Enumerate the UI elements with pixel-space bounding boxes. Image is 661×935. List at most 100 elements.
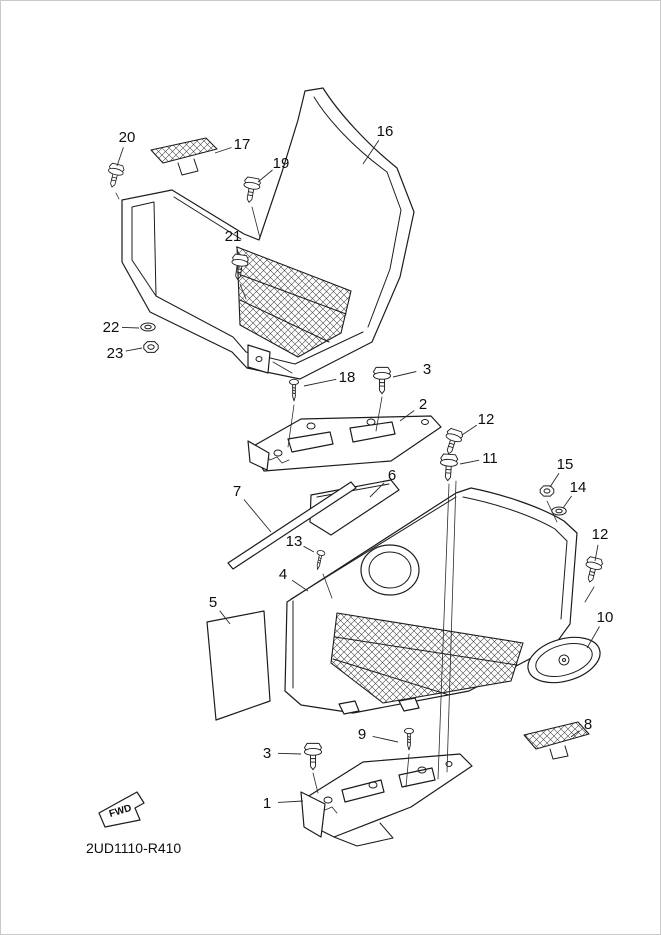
callout-leader-12	[594, 544, 599, 562]
callout-leader-22	[121, 326, 140, 329]
blank-sheet-5-body	[206, 610, 271, 721]
footrest-bar-2-hole	[273, 449, 283, 457]
footrest-bar-2-hole	[421, 419, 429, 425]
callout-4: 4	[279, 566, 287, 583]
nut-23	[143, 341, 159, 353]
step-plate-17-body	[150, 137, 218, 164]
callout-15: 15	[557, 456, 574, 473]
bolt-12-right	[581, 555, 604, 585]
access-ring-inner	[368, 551, 412, 589]
footrest-bar-1-cutout-a	[341, 779, 385, 803]
bolt-19	[240, 176, 262, 205]
lower-tread-area	[330, 612, 524, 704]
bolt-3-upper	[373, 366, 391, 395]
callout-6: 6	[388, 467, 396, 484]
nut-15	[539, 485, 555, 497]
fender-inner-edge	[313, 96, 402, 328]
callout-12: 12	[478, 411, 495, 428]
callout-21: 21	[225, 228, 242, 245]
footrest-bar-2	[247, 415, 442, 472]
footrest-bar-2-frame	[249, 415, 442, 472]
cap-10-inner	[535, 643, 593, 677]
callout-20: 20	[119, 129, 136, 146]
callout-leader-1	[277, 800, 304, 803]
lower-tab-b	[398, 697, 420, 712]
footrest-bar-1-arm	[333, 822, 394, 847]
footrest-bar-1-foot	[300, 791, 326, 838]
blank-sheet-5	[206, 610, 271, 721]
callout-9: 9	[358, 726, 366, 743]
callout-leader-6	[369, 482, 385, 498]
left-wall-lines	[131, 201, 157, 297]
mount-bracket-hole	[255, 356, 263, 362]
callout-leader-17	[214, 147, 232, 154]
diagram-code: 2UD1110-R410	[86, 840, 181, 856]
callout-leader-21	[235, 246, 240, 256]
footrest-bar-1-hole	[417, 766, 427, 774]
bolt-12-upper	[440, 427, 465, 457]
bolt-20	[104, 162, 126, 190]
callout-17: 17	[234, 136, 251, 153]
callout-2: 2	[419, 396, 427, 413]
callout-leader-3	[392, 371, 417, 378]
mount-bracket-upper	[247, 344, 271, 374]
callout-leader-18	[303, 378, 337, 387]
callout-leader-2	[399, 410, 415, 422]
screw-9	[404, 727, 414, 751]
callout-leader-16	[362, 139, 380, 165]
cap-10-outer	[527, 636, 601, 684]
step-plate-8	[523, 721, 590, 760]
upper-tread-area	[236, 246, 352, 358]
washer-14	[551, 506, 567, 516]
bolt-11	[438, 453, 459, 482]
footrest-bar-2-cutout-b	[349, 421, 396, 443]
callout-14: 14	[570, 479, 587, 496]
cap-10-emblem-dot	[562, 658, 566, 662]
bolt-3-lower	[304, 742, 322, 771]
footrest-bar-2-foot	[247, 440, 270, 471]
callout-13: 13	[286, 533, 303, 550]
upper-footboard-assembly	[121, 87, 415, 380]
callout-leader-7	[243, 499, 272, 533]
callout-19: 19	[273, 155, 290, 172]
callout-11: 11	[482, 450, 498, 467]
callout-3: 3	[263, 745, 271, 762]
footrest-bar-2-cutout-a	[287, 431, 334, 453]
upper-tread-ribs	[239, 274, 347, 343]
callout-18: 18	[339, 369, 356, 386]
step-plate-17-tab	[177, 158, 199, 176]
callout-8: 8	[584, 716, 592, 733]
callout-leader-14	[562, 495, 572, 509]
callout-22: 22	[103, 319, 120, 336]
callout-leader-20	[116, 147, 124, 167]
callout-3: 3	[423, 361, 431, 378]
lower-top-edge-double-line	[290, 496, 457, 600]
step-plate-8-tab	[549, 745, 569, 760]
callout-7: 7	[233, 483, 241, 500]
cap-10-emblem	[558, 654, 570, 666]
callout-leader-9	[372, 735, 399, 743]
callout-leader-5	[219, 610, 231, 625]
screw-13	[313, 549, 326, 571]
board-inner-edge	[155, 295, 364, 365]
callout-leader-13	[303, 545, 315, 553]
footrest-bar-1-cutout-b	[398, 767, 436, 788]
screw-18	[289, 378, 299, 402]
callout-leader-23	[125, 347, 143, 352]
callout-leader-19	[257, 169, 273, 183]
cap-10	[527, 636, 601, 684]
footrest-bar-1-hole	[323, 796, 333, 804]
lower-fender-inner-edge	[462, 496, 568, 620]
step-plate-8-body	[523, 721, 590, 750]
top-edge-double-line	[173, 196, 242, 240]
washer-22	[140, 322, 156, 332]
lower-footboard-assembly	[284, 487, 578, 715]
footrest-bar-1-hole	[368, 781, 378, 789]
callout-10: 10	[597, 609, 614, 626]
trim-strip-7-body	[227, 481, 357, 570]
footrest-bar-1	[300, 753, 473, 847]
trim-strip-7	[227, 481, 357, 570]
lower-tread-ribs	[332, 636, 518, 696]
